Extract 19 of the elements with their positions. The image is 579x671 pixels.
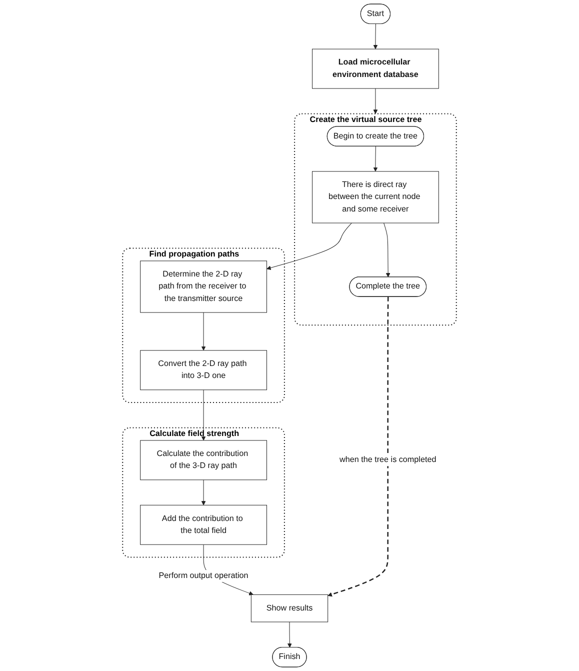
arrow bbox=[373, 146, 378, 172]
arrow bbox=[201, 480, 206, 506]
node-box: Show results bbox=[250, 594, 328, 622]
edge-label: Perform output operation bbox=[158, 571, 248, 580]
node-box: Add the contribution to the total field bbox=[140, 504, 267, 545]
arrow bbox=[201, 312, 206, 351]
arrow bbox=[201, 390, 206, 441]
node-box: Load microcellular environment database bbox=[312, 48, 439, 89]
arrow bbox=[384, 222, 390, 278]
arrow bbox=[328, 296, 389, 597]
node-box: Determine the 2-D ray path from the receiver to the transmitter source bbox=[140, 260, 267, 313]
arrow bbox=[373, 88, 378, 114]
node-box: Calculate the contribution of the 3-D ray path bbox=[140, 440, 267, 480]
node-box: Convert the 2-D ray path into 3-D one bbox=[140, 350, 267, 390]
node-box: There is direct ray between the current node and some receiver bbox=[312, 171, 439, 224]
arrow bbox=[266, 222, 352, 270]
arrow bbox=[373, 24, 378, 50]
edge-label: when the tree is completed bbox=[340, 456, 436, 464]
arrow bbox=[287, 622, 292, 648]
